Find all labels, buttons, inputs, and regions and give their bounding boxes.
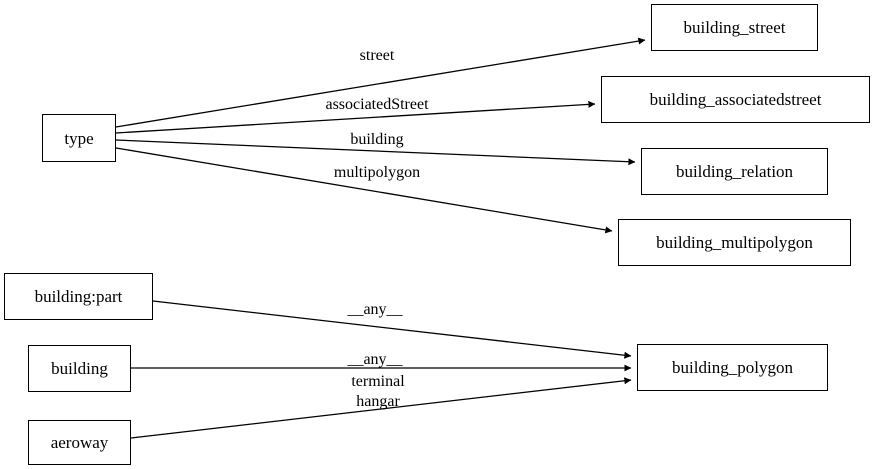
edge-type-to-building_relation — [115, 139, 636, 166]
edge-line — [130, 377, 632, 439]
node-label: type — [64, 128, 94, 148]
edge-line — [115, 100, 596, 134]
node-building_part[interactable]: building:part — [4, 273, 153, 320]
node-building_associatedstreet[interactable]: building_associatedstreet — [601, 76, 870, 123]
edge-label-e6: __any__ — [347, 351, 403, 368]
edge-label-e2: associatedStreet — [325, 96, 429, 113]
edge-building_part-to-building_polygon — [152, 300, 632, 359]
node-label: building_multipolygon — [656, 233, 813, 252]
node-building_polygon[interactable]: building_polygon — [637, 344, 828, 391]
node-label: building_associatedstreet — [649, 90, 822, 109]
node-label: aeroway — [50, 433, 109, 452]
edge-label-e3: building — [350, 131, 404, 148]
node-label: building_street — [683, 18, 786, 37]
node-label: building — [51, 359, 108, 378]
edge-label-e1: street — [359, 47, 395, 64]
edge-line — [115, 147, 613, 234]
node-label: building_polygon — [672, 358, 793, 377]
node-label: building_relation — [675, 162, 794, 181]
edge-line — [115, 37, 646, 128]
edge-type-to-building_street — [115, 37, 646, 128]
node-type[interactable]: type — [42, 114, 116, 162]
node-building_multipolygon[interactable]: building_multipolygon — [618, 219, 851, 266]
node-label: building:part — [34, 287, 123, 306]
edge-line — [152, 300, 632, 359]
edge-label-e5: __any__ — [347, 301, 403, 318]
edge-label-e7: terminal hangar — [351, 373, 405, 410]
edge-label-e4: multipolygon — [333, 164, 421, 181]
node-building[interactable]: building — [28, 345, 131, 392]
node-aeroway[interactable]: aeroway — [28, 420, 131, 465]
edge-line — [115, 139, 636, 166]
edge-aeroway-to-building_polygon — [130, 377, 632, 439]
edge-type-to-building_multipolygon — [115, 147, 613, 234]
node-building_street[interactable]: building_street — [651, 4, 818, 51]
node-building_relation[interactable]: building_relation — [641, 148, 828, 195]
edge-type-to-building_associatedstreet — [115, 100, 596, 134]
